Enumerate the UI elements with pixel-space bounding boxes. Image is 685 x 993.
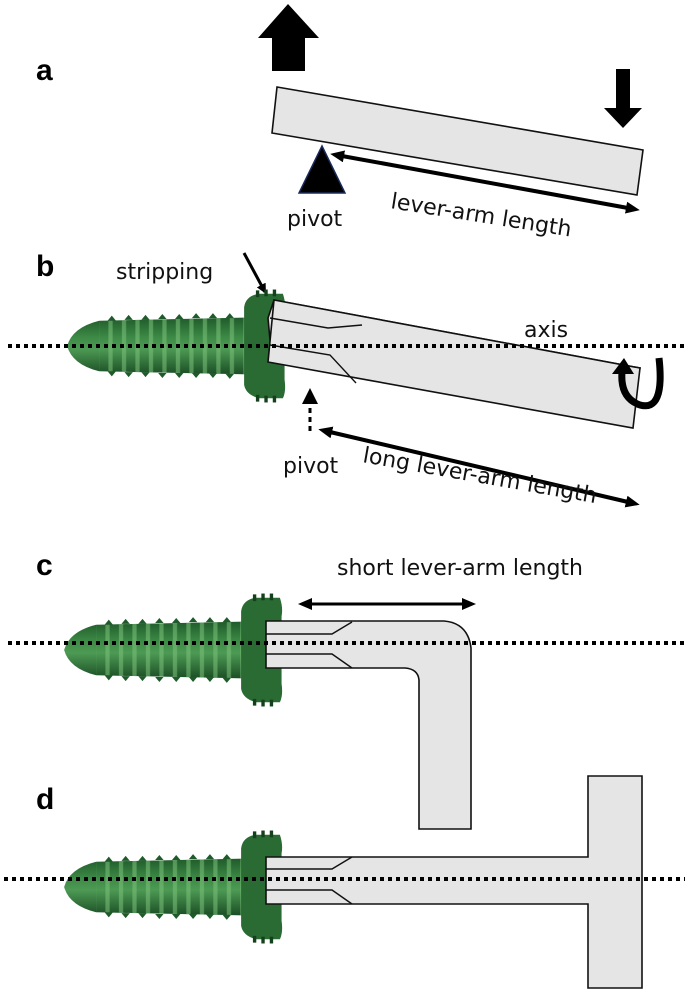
panel-label-d: d xyxy=(36,783,54,816)
panel-c: c short lever-arm length xyxy=(8,549,685,830)
driver-tip-lower-line xyxy=(269,344,357,384)
driver-shaft-b-body xyxy=(267,299,641,429)
curved-rotation-arrow-icon xyxy=(618,357,664,410)
panel-a: a pivot lever-arm length xyxy=(36,4,644,242)
pivot-arrowhead-b xyxy=(302,388,318,404)
screw-d xyxy=(64,830,283,944)
stripping-arrow xyxy=(242,252,267,294)
up-arrow-icon xyxy=(258,4,319,71)
lever-arm-dimension-arrow xyxy=(330,150,640,214)
down-arrow-icon xyxy=(604,69,642,128)
driver-tip-lower-line-d xyxy=(266,889,353,905)
long-lever-arm-dimension-arrow xyxy=(318,426,640,508)
panel-label-b: b xyxy=(36,250,54,283)
long-lever-arm-label: long lever-arm length xyxy=(361,443,599,509)
panel-label-a: a xyxy=(36,54,53,87)
short-lever-arm-label: short lever-arm length xyxy=(337,556,583,581)
lever-arm-label-a: lever-arm length xyxy=(389,189,573,242)
driver-tip-upper-line-d xyxy=(266,856,353,870)
l-shaped-driver xyxy=(265,620,472,830)
pivot-label-a: pivot xyxy=(287,207,343,232)
triangle-fulcrum-icon xyxy=(297,144,347,194)
panel-b: b stripping axis pivot long lever-arm le… xyxy=(8,250,685,509)
panel-label-c: c xyxy=(36,549,53,582)
pivot-label-b: pivot xyxy=(283,454,339,479)
driver-tip-upper-line xyxy=(269,317,363,329)
driver-tip-lower-line-c xyxy=(266,653,353,669)
axis-label: axis xyxy=(524,318,568,343)
driver-tip-upper-line-c xyxy=(266,621,353,635)
stripping-label: stripping xyxy=(116,260,213,285)
screw-c xyxy=(64,593,283,707)
panel-d: d xyxy=(4,775,685,989)
rotation-arrowhead xyxy=(612,358,634,374)
t-handle-driver xyxy=(265,775,643,989)
